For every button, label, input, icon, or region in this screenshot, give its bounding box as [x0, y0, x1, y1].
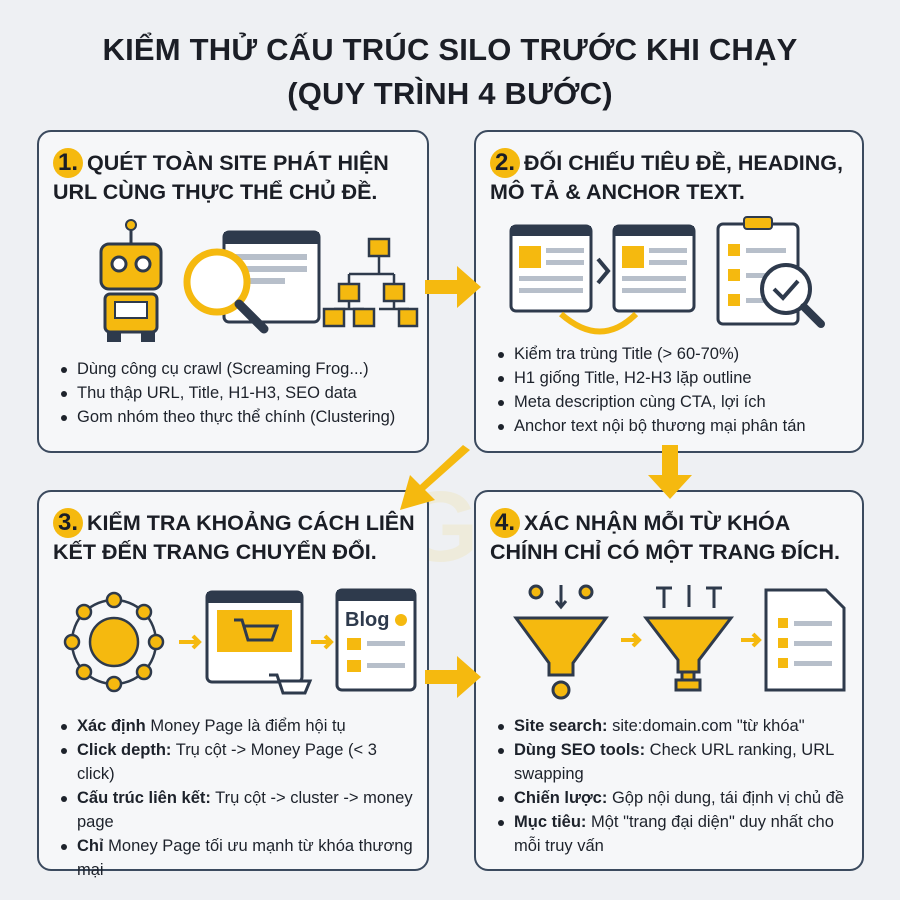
title-line-1: KIỂM THỬ CẤU TRÚC SILO TRƯỚC KHI CHẠY [102, 32, 798, 67]
arrow-right-icon [425, 656, 481, 698]
arrow-down-left-icon [400, 445, 470, 510]
step-3-panel: 3.KIỂM TRA KHOẢNG CÁCH LIÊN KẾT ĐẾN TRAN… [37, 490, 429, 879]
step-1-illustration [99, 219, 419, 342]
step-heading: 2.ĐỐI CHIẾU TIÊU ĐỀ, HEADING, MÔ TẢ & AN… [490, 148, 852, 207]
step-heading-text: KIỂM TRA KHOẢNG CÁCH LIÊN KẾT ĐẾN TRANG … [53, 511, 415, 564]
step-number: 3. [53, 508, 83, 538]
list-item: Site search: site:domain.com "từ khóa" [498, 714, 854, 738]
list-item: Xác định Money Page là điểm hội tụ [61, 714, 419, 738]
step-heading: 3.KIỂM TRA KHOẢNG CÁCH LIÊN KẾT ĐẾN TRAN… [53, 508, 417, 567]
sitemap-tree-icon [322, 237, 419, 328]
step-4-illustration [513, 584, 846, 700]
magnifier-icon [183, 248, 269, 334]
list-item: Thu thập URL, Title, H1-H3, SEO data [61, 381, 419, 405]
shopping-cart-page-icon [205, 590, 313, 695]
step-heading: 1.QUÉT TOÀN SITE PHÁT HIỆN URL CÙNG THỰC… [53, 148, 417, 207]
step-4-bullets: Site search: site:domain.com "từ khóa" D… [498, 714, 854, 858]
step-heading-text: QUÉT TOÀN SITE PHÁT HIỆN URL CÙNG THỰC T… [53, 151, 389, 204]
page-title: KIỂM THỬ CẤU TRÚC SILO TRƯỚC KHI CHẠY (Q… [0, 28, 900, 116]
browser-window-icon [222, 230, 321, 324]
list-item: H1 giống Title, H2-H3 lặp outline [498, 366, 854, 390]
step-3-illustration: Blog [63, 588, 417, 695]
title-line-2: (QUY TRÌNH 4 BƯỚC) [287, 76, 613, 111]
step-1-bullets: Dùng công cụ crawl (Screaming Frog...) T… [61, 357, 419, 429]
step-heading-text: XÁC NHẬN MỖI TỪ KHÓA CHÍNH CHỈ CÓ MỘT TR… [490, 511, 840, 564]
funnel-icon [513, 584, 609, 700]
list-item: Meta description cùng CTA, lợi ích [498, 390, 854, 414]
list-item: Gom nhóm theo thực thể chính (Clustering… [61, 405, 419, 429]
arrow-down-icon [648, 445, 692, 499]
step-2-illustration [509, 216, 825, 335]
step-number: 4. [490, 508, 520, 538]
step-2-panel: 2.ĐỐI CHIẾU TIÊU ĐỀ, HEADING, MÔ TẢ & AN… [474, 130, 864, 453]
step-4-panel: 4.XÁC NHẬN MỖI TỪ KHÓA CHÍNH CHỈ CÓ MỘT … [474, 490, 864, 871]
list-item: Mục tiêu: Một "trang đại diện" duy nhất … [498, 810, 854, 858]
robot-icon [99, 219, 163, 342]
document-list-icon [764, 588, 846, 692]
list-item: Cấu trúc liên kết: Trụ cột -> cluster ->… [61, 786, 419, 834]
list-item: Chiến lược: Gộp nội dung, tái định vị ch… [498, 786, 854, 810]
step-number: 1. [53, 148, 83, 178]
list-item: Anchor text nội bộ thương mại phân tán [498, 414, 854, 438]
step-heading: 4.XÁC NHẬN MỖI TỪ KHÓA CHÍNH CHỈ CÓ MỘT … [490, 508, 852, 567]
list-item: Click depth: Trụ cột -> Money Page (< 3 … [61, 738, 419, 786]
step-1-panel: 1.QUÉT TOÀN SITE PHÁT HIỆN URL CÙNG THỰC… [37, 130, 429, 453]
step-number: 2. [490, 148, 520, 178]
list-item: Dùng SEO tools: Check URL ranking, URL s… [498, 738, 854, 786]
arrow-right-icon [425, 266, 481, 308]
step-3-bullets: Xác định Money Page là điểm hội tụ Click… [61, 714, 419, 882]
step-heading-text: ĐỐI CHIẾU TIÊU ĐỀ, HEADING, MÔ TẢ & ANCH… [490, 151, 843, 204]
list-item: Chỉ Money Page tối ưu mạnh từ khóa thươn… [61, 834, 419, 882]
page-compare-icon [509, 224, 696, 335]
magnifier-check-icon [760, 263, 825, 328]
list-item: Kiểm tra trùng Title (> 60-70%) [498, 342, 854, 366]
blog-label: Blog [345, 609, 389, 631]
blog-page-icon: Blog [335, 588, 417, 692]
link-network-icon [63, 591, 165, 693]
step-2-bullets: Kiểm tra trùng Title (> 60-70%) H1 giống… [498, 342, 854, 438]
list-item: Dùng công cụ crawl (Screaming Frog...) [61, 357, 419, 381]
funnel-trophy-icon [642, 585, 735, 692]
